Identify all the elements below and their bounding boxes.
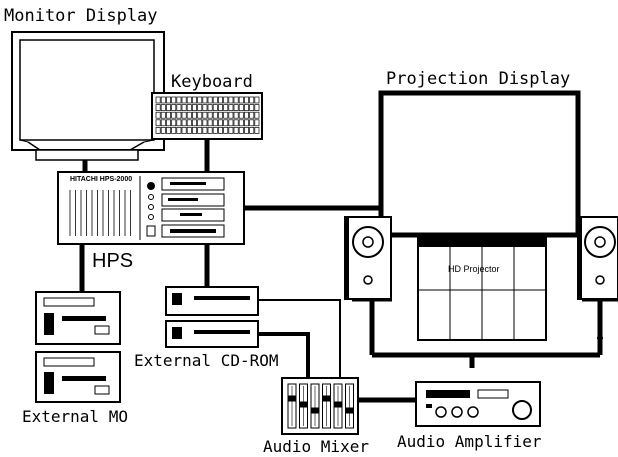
hd-projector-label: HD Projector: [448, 264, 500, 274]
external-cdrom-drives: [166, 287, 258, 347]
monitor-display-label: Monitor Display: [4, 6, 158, 26]
hps-unit: HITACHI HPS-2000: [58, 172, 244, 244]
hps-badge: HITACHI HPS-2000: [70, 176, 132, 183]
keyboard-label: Keyboard: [171, 72, 253, 92]
hps-label: HPS: [92, 250, 133, 272]
projection-display-label: Projection Display: [386, 69, 570, 89]
external-mo-drives: [36, 292, 120, 402]
audio-mixer: [282, 378, 358, 434]
external-mo-label: External MO: [22, 407, 128, 426]
projection-display: HD Projector: [381, 93, 578, 340]
monitor: [12, 32, 164, 160]
audio-mixer-label: Audio Mixer: [263, 437, 369, 456]
junction-dot: [597, 335, 603, 341]
speaker-right: [578, 217, 618, 300]
audio-amplifier-label: Audio Amplifier: [397, 432, 542, 451]
speaker-left: [345, 217, 392, 300]
audio-amplifier: [416, 382, 540, 426]
keyboard: [152, 93, 262, 139]
external-cdrom-label: External CD-ROM: [134, 351, 279, 370]
